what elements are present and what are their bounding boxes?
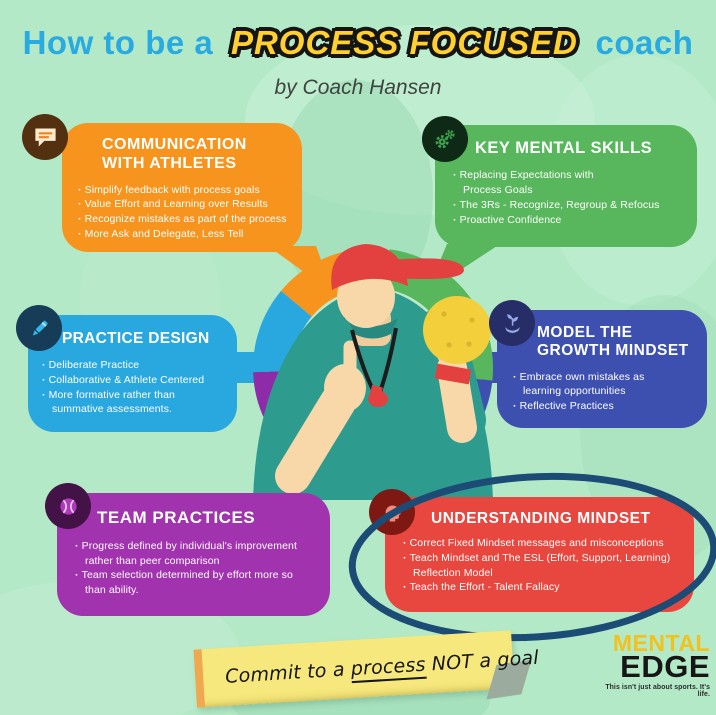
list-item: Team selection determined by effort more… [75, 568, 324, 597]
ring-segment-blue [412, 375, 493, 472]
gears-icon [422, 116, 468, 162]
note-prefix: Commit to a [224, 658, 352, 688]
list-item: Teach Mindset and The ESL (Effort, Suppo… [403, 551, 686, 580]
ring-segment-green [383, 249, 494, 381]
coach-figure [253, 244, 493, 500]
note-suffix: NOT a goal [424, 646, 540, 676]
list-item: Teach the Effort - Talent Fallacy [403, 580, 686, 595]
card-bullet-list: Embrace own mistakes as learning opportu… [513, 370, 703, 414]
logo-line2: EDGE [620, 648, 710, 684]
list-item: Collaborative & Athlete Centered [42, 373, 233, 388]
card-practice-design: PRACTICE DESIGN Deliberate Practice Coll… [16, 305, 237, 432]
list-item: Deliberate Practice [42, 358, 233, 373]
card-bullet-list: Simplify feedback with process goals Val… [78, 183, 294, 242]
list-item: Progress defined by individual's improve… [75, 539, 324, 568]
list-item: Replacing Expectations with Process Goal… [453, 168, 691, 197]
card-key-mental-skills: KEY MENTAL SKILLS Replacing Expectations… [422, 116, 697, 247]
card-title: KEY MENTAL SKILLS [475, 139, 653, 157]
page-title: How to be a PROCESS FOCUSED coach [0, 24, 716, 62]
tennis-ball-icon [45, 483, 91, 529]
connector-team [282, 429, 340, 506]
card-model-the-growth-mindset: MODEL THE GROWTH MINDSET Embrace own mis… [489, 300, 707, 428]
card-title: PRACTICE DESIGN [62, 330, 210, 347]
card-understanding-mindset: UNDERSTANDING MINDSET Correct Fixed Mind… [369, 489, 694, 612]
page-subtitle: by Coach Hansen [274, 76, 442, 99]
growth-hand-icon [489, 300, 535, 346]
speech-bubble-icon [22, 114, 68, 160]
hub-ring [228, 244, 512, 518]
card-bullet-list: Deliberate Practice Collaborative & Athl… [42, 358, 233, 417]
card-title: COMMUNICATION WITH ATHLETES [102, 136, 247, 172]
ring-segment-purple [253, 370, 337, 474]
list-item: Simplify feedback with process goals [78, 183, 294, 198]
list-item: More Ask and Delegate, Less Tell [78, 227, 294, 242]
list-item: More formative rather than summative ass… [42, 388, 233, 417]
card-communication-with-athletes: COMMUNICATION WITH ATHLETES Simplify fee… [22, 114, 302, 252]
ring-segment-orange [281, 249, 363, 318]
list-item: Proactive Confidence [453, 213, 691, 228]
list-item: Embrace own mistakes as learning opportu… [513, 370, 703, 399]
connector-communication [268, 246, 333, 293]
mental-edge-logo: MENTAL EDGE This isn't just about sports… [592, 632, 710, 699]
card-team-practices: TEAM PRACTICES Progress defined by indiv… [45, 483, 330, 616]
card-bullet-list: Progress defined by individual's improve… [75, 539, 324, 598]
pencil-icon [16, 305, 62, 351]
card-bullet-list: Replacing Expectations with Process Goal… [453, 168, 691, 227]
card-title: TEAM PRACTICES [97, 508, 256, 527]
title-part1: How to be a [22, 24, 214, 61]
logo-tagline: This isn't just about sports. It's life. [605, 684, 710, 699]
title-highlight: PROCESS FOCUSED [230, 24, 578, 61]
note-underlined-word: process [350, 653, 427, 684]
card-title: MODEL THE GROWTH MINDSET [537, 324, 689, 360]
list-item: The 3Rs - Recognize, Regroup & Refocus [453, 198, 691, 213]
ring-segment-red [316, 436, 433, 488]
connector-mental [427, 244, 500, 292]
list-item: Reflective Practices [513, 399, 703, 414]
title-part2: coach [595, 24, 694, 61]
card-title: UNDERSTANDING MINDSET [431, 510, 651, 527]
sticky-note: Commit to a process NOT a goal [193, 630, 539, 708]
ring-segment-cyan [253, 290, 313, 373]
head-profile-icon [369, 489, 415, 535]
ball [423, 296, 491, 364]
list-item: Value Effort and Learning over Results [78, 197, 294, 212]
note-text: Commit to a process NOT a goal [225, 647, 540, 688]
list-item: Recognize mistakes as part of the proces… [78, 212, 294, 227]
card-bullet-list: Correct Fixed Mindset messages and misco… [403, 536, 686, 595]
list-item: Correct Fixed Mindset messages and misco… [403, 536, 686, 551]
